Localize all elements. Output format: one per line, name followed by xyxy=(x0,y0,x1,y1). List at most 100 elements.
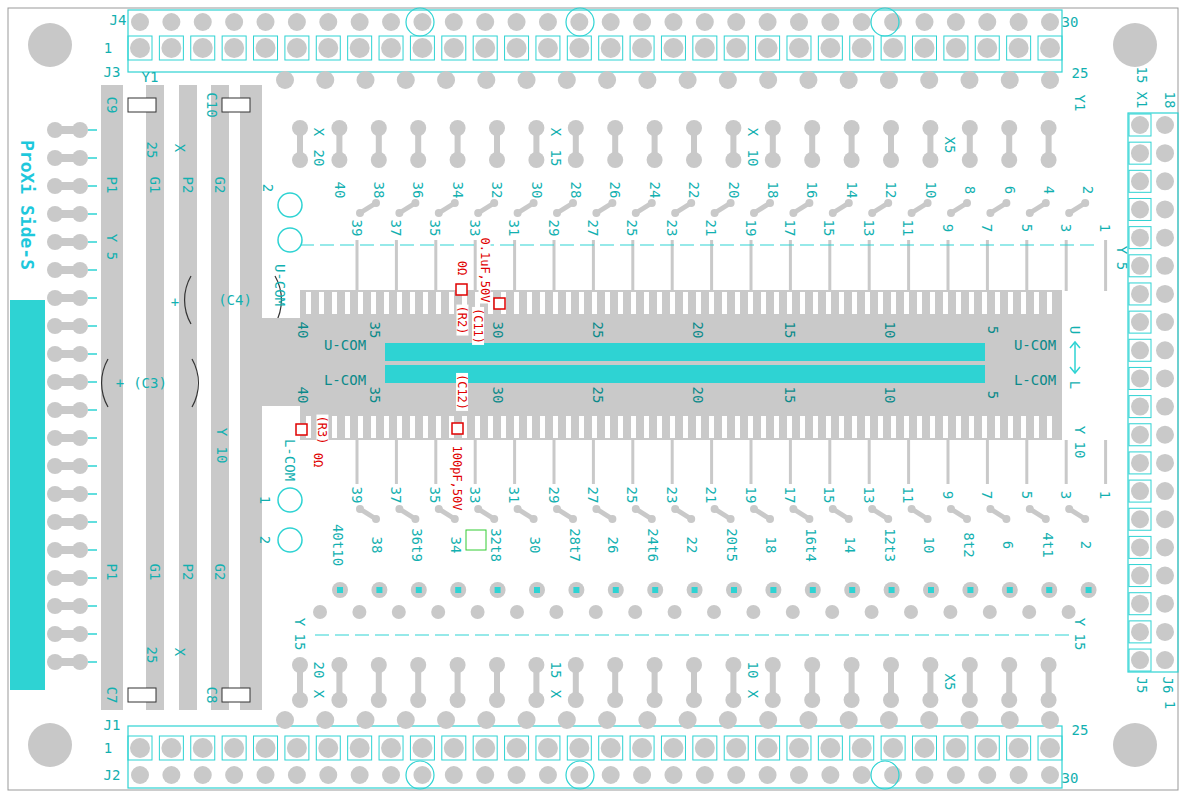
bus-label: 5 xyxy=(986,391,1000,399)
trace xyxy=(395,240,398,291)
pad xyxy=(371,692,387,708)
pad xyxy=(1156,144,1174,162)
pad xyxy=(318,38,338,58)
finger-slot xyxy=(371,416,376,438)
pin-mark xyxy=(88,157,97,159)
pin-label: 32 xyxy=(491,182,505,199)
pad xyxy=(1010,766,1028,784)
pad xyxy=(489,152,505,168)
pin-label: 27 xyxy=(586,220,600,237)
pin-label: 1 xyxy=(1163,701,1177,709)
pin-label: 15 xyxy=(1073,634,1087,651)
pin-label: 25 xyxy=(145,142,159,159)
pin-label: G2 xyxy=(213,564,227,581)
trace xyxy=(710,240,713,291)
pad xyxy=(883,692,899,708)
pad xyxy=(608,515,616,523)
pin-label: 13 xyxy=(862,487,876,504)
pad xyxy=(759,766,777,784)
finger-slot xyxy=(345,292,350,314)
pin-label: X xyxy=(312,690,326,698)
smd-part xyxy=(452,423,463,434)
pin-label: 13 xyxy=(862,220,876,237)
pin-outline xyxy=(944,736,968,760)
pin-label: 30 xyxy=(1062,771,1079,785)
pin-label: 15 xyxy=(823,220,837,237)
pad xyxy=(789,38,809,58)
trace xyxy=(592,440,595,484)
trace xyxy=(671,240,674,291)
finger-slot xyxy=(345,416,350,438)
pin-outline xyxy=(505,736,529,760)
marker-box xyxy=(466,530,486,550)
pad xyxy=(1041,766,1059,784)
pad xyxy=(922,692,938,708)
pin-label: G1 xyxy=(148,177,162,194)
pin-outline xyxy=(944,36,968,60)
pad xyxy=(476,13,494,31)
pad xyxy=(711,505,719,513)
trace xyxy=(592,240,595,291)
pad xyxy=(765,657,781,673)
pin-label: 14 xyxy=(843,537,857,554)
pad xyxy=(514,505,522,513)
trace xyxy=(1104,440,1107,484)
pad xyxy=(845,199,853,207)
pin-outline xyxy=(1007,36,1031,60)
pad xyxy=(288,13,306,31)
pad xyxy=(357,71,375,89)
pin-label: 38 xyxy=(370,537,384,554)
finger-slot xyxy=(332,292,337,314)
pad xyxy=(1001,71,1019,89)
pad xyxy=(410,657,426,673)
pad xyxy=(1131,229,1149,247)
pin-outline xyxy=(1038,36,1062,60)
finger-slot xyxy=(761,292,766,314)
pin-label: 34 xyxy=(451,182,465,199)
pin-label: 35 xyxy=(429,487,443,504)
pad xyxy=(601,38,621,58)
pad xyxy=(883,657,899,673)
pad xyxy=(72,430,88,446)
finger-slot xyxy=(527,416,532,438)
pad xyxy=(47,234,63,250)
pad xyxy=(766,515,774,523)
pin-label: C9 xyxy=(105,97,119,114)
pad xyxy=(853,13,871,31)
pin-label: 28t7 xyxy=(567,528,581,562)
pad xyxy=(568,692,584,708)
pad xyxy=(1131,567,1149,585)
finger-slot xyxy=(943,292,948,314)
pin-label: Y xyxy=(1073,426,1087,434)
u-com-bar xyxy=(385,343,985,361)
trace xyxy=(947,240,950,291)
pad xyxy=(444,38,464,58)
pin-outline xyxy=(913,36,937,60)
pin-ring xyxy=(406,8,434,36)
pad xyxy=(840,711,858,729)
pin-label: 33 xyxy=(468,487,482,504)
pad xyxy=(528,657,544,673)
trace xyxy=(750,440,753,484)
pin-outline xyxy=(567,36,591,60)
pad xyxy=(915,38,935,58)
pad xyxy=(711,209,719,217)
pin-label: 21 xyxy=(705,487,719,504)
pad xyxy=(947,766,965,784)
pad xyxy=(1081,582,1097,598)
trace xyxy=(434,240,437,291)
pad xyxy=(1131,595,1149,613)
pin-outline xyxy=(348,36,372,60)
pin-label: 32t8 xyxy=(489,528,503,562)
bus-label: 5 xyxy=(986,326,1000,334)
pin-label: 30 xyxy=(1062,15,1079,29)
com-ring xyxy=(278,228,302,252)
pad xyxy=(765,120,781,136)
pin-outline xyxy=(1129,621,1151,643)
pad xyxy=(381,738,401,758)
finger-slot xyxy=(748,292,753,314)
pad xyxy=(880,71,898,89)
pad xyxy=(1131,257,1149,275)
pad xyxy=(1131,200,1149,218)
pad xyxy=(331,657,347,673)
